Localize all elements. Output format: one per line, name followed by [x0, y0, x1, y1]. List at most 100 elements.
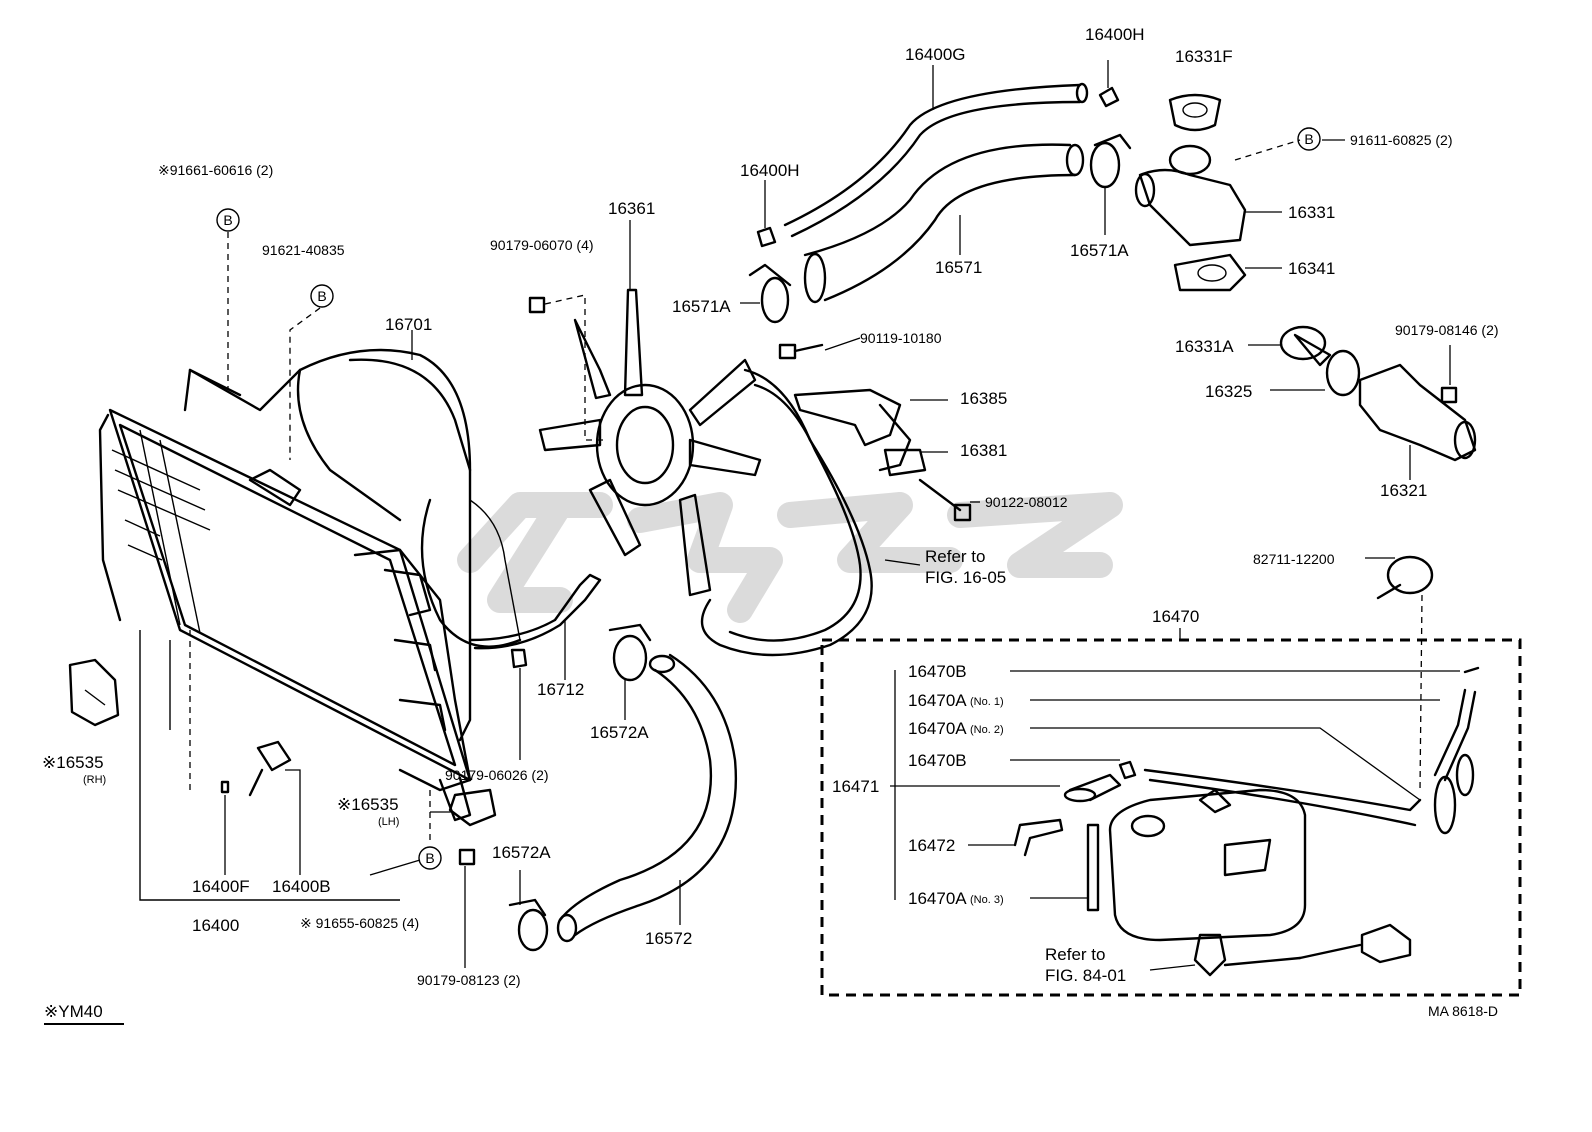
label-16571A-top: 16571A [1070, 241, 1129, 260]
callout-b-text: B [317, 288, 326, 304]
hose-16400G [783, 82, 1089, 238]
label-16535-lh: ※16535 [337, 795, 399, 814]
label-16471: 16471 [832, 777, 879, 796]
clip-16470B [1118, 666, 1480, 780]
label-16321: 16321 [1380, 481, 1427, 500]
water-outlet-16331 [1134, 144, 1282, 247]
label-82711-12200: 82711-12200 [1253, 551, 1335, 567]
fan-shroud [183, 348, 522, 742]
label-16572A-bot: 16572A [492, 843, 551, 862]
water-inlet-16321 [1358, 363, 1477, 480]
gasket-16325 [1270, 349, 1361, 397]
bolt-90122 [918, 478, 972, 522]
part-labels: 16400G 16400H 16331F 91611-60825 (2) 164… [42, 25, 1499, 1025]
nut-90179-06070 [528, 294, 605, 441]
clamp-16400H-top [1098, 60, 1120, 108]
label-16472: 16472 [908, 836, 955, 855]
callout-b-2: B [310, 284, 334, 308]
label-16470B-1: 16470B [908, 662, 967, 681]
hose-16572 [556, 653, 738, 943]
radiator [98, 408, 472, 901]
label-16331A: 16331A [1175, 337, 1234, 356]
label-16535-rh: ※16535 [42, 753, 104, 772]
label-16400B: 16400B [272, 877, 331, 896]
label-16331: 16331 [1288, 203, 1335, 222]
label-90179-08146: 90179-08146 (2) [1395, 322, 1499, 338]
bracket-16535-rh [68, 658, 120, 727]
label-16341: 16341 [1288, 259, 1335, 278]
label-91661-60616: ※91661-60616 (2) [158, 162, 273, 178]
label-90119-10180: 90119-10180 [860, 330, 942, 346]
label-refer-16-05-line1: Refer to [925, 547, 985, 566]
bracket-16381 [883, 448, 927, 477]
label-16400F: 16400F [192, 877, 250, 896]
label-16470A-no3: 16470A [908, 889, 967, 908]
thermostat-16331A [1248, 325, 1332, 367]
plug-16400F [189, 630, 230, 875]
label-16400H-top: 16400H [1085, 25, 1145, 44]
label-90179-06070: 90179-06070 (4) [490, 237, 594, 253]
clamp-82711 [1365, 555, 1434, 791]
label-16361: 16361 [608, 199, 655, 218]
label-16535-rh-sub: (RH) [83, 774, 106, 786]
label-91621-40835: 91621-40835 [262, 242, 345, 258]
label-16470B-2: 16470B [908, 751, 967, 770]
label-refer-84-01-line2: FIG. 84-01 [1045, 966, 1126, 985]
label-16400: 16400 [192, 916, 239, 935]
callout-b-4: B [418, 846, 442, 870]
clamp-16572A-bot [508, 870, 549, 952]
level-sensor [1193, 923, 1412, 977]
clamp-16571A-left [740, 263, 792, 324]
label-16571: 16571 [935, 258, 982, 277]
label-16385: 16385 [960, 389, 1007, 408]
label-16535-lh-sub: (LH) [378, 816, 399, 828]
bolt-90119 [778, 343, 824, 360]
label-90179-08123: 90179-08123 (2) [417, 972, 521, 988]
drawing-id: MA 8618-D [1428, 1003, 1498, 1019]
callout-b-1: B [216, 208, 240, 232]
radiator-cap [248, 468, 302, 507]
label-16325: 16325 [1205, 382, 1252, 401]
cooling-fan [538, 288, 762, 597]
label-16470A-no1-sub: (No. 1) [970, 696, 1004, 708]
hose-16470A-no2 [1143, 753, 1475, 835]
overflow-hose-16472 [1013, 818, 1064, 857]
footnote-ym40: ※YM40 [44, 1002, 103, 1021]
reservoir-16471 [1108, 788, 1307, 942]
drain-cock-16400B [248, 740, 301, 875]
nut-90179-06026 [510, 648, 528, 760]
cap-16471 [1063, 773, 1122, 803]
label-16381: 16381 [960, 441, 1007, 460]
label-refer-84-01-line1: Refer to [1045, 945, 1105, 964]
hose-16470A-no1 [1433, 688, 1477, 782]
label-16470A-no2: 16470A [908, 719, 967, 738]
v-belt [700, 368, 873, 657]
label-16470: 16470 [1152, 607, 1199, 626]
label-16712: 16712 [537, 680, 584, 699]
callout-b-text: B [223, 212, 232, 228]
clamp-16400H-mid [756, 180, 777, 248]
label-16400G: 16400G [905, 45, 966, 64]
hose-16571 [803, 143, 1085, 304]
bracket-16535-lh [430, 788, 497, 827]
kit-leaders [890, 670, 1460, 971]
nut-90179-08123 [458, 848, 476, 968]
label-16470A-no2-sub: (No. 2) [970, 724, 1004, 736]
fan-bracket-16385 [793, 388, 912, 472]
leader-lines [227, 65, 1345, 876]
label-91655-60825: ※ 91655-60825 (4) [300, 915, 419, 931]
label-16572A-top: 16572A [590, 723, 649, 742]
clamp-16571A-top [1089, 133, 1132, 235]
callout-b-text: B [425, 850, 434, 866]
nut-90179-08146 [1440, 345, 1458, 404]
watermark [457, 492, 1123, 623]
label-refer-16-05-line2: FIG. 16-05 [925, 568, 1006, 587]
label-16701: 16701 [385, 315, 432, 334]
shroud-bracket-16712 [468, 573, 602, 680]
clamp-16572A-top [608, 623, 652, 720]
hose-16470A-no3 [1086, 823, 1100, 912]
label-91611-60825: 91611-60825 (2) [1350, 132, 1452, 148]
label-16572: 16572 [645, 929, 692, 948]
